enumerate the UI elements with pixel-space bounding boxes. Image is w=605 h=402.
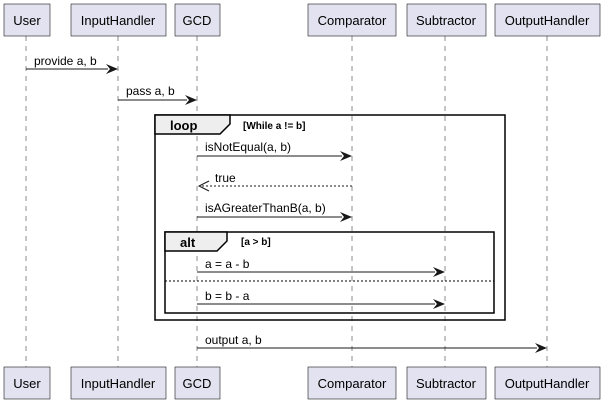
participant-comparator-label-bottom: Comparator [318,376,387,391]
arrowhead-icon [185,95,197,105]
participant-user-bottom: User [3,366,51,400]
participant-comparator-bottom: Comparator [307,366,397,400]
message-output: output a, b [197,333,547,353]
participant-outputhandler-top: OutputHandler [494,3,601,37]
loop-frame-label: loop [170,118,197,133]
message-true: true [197,171,352,192]
participant-inputhandler-top: InputHandler [70,3,167,37]
participant-inputhandler-label: InputHandler [81,13,156,28]
alt-frame-guard: [a > b] [241,237,271,248]
message-isnotequal: isNotEqual(a, b) [197,140,352,161]
message-output-label: output a, b [205,333,262,347]
message-provide-label: provide a, b [34,54,97,68]
participant-comparator-top: Comparator [307,3,397,37]
participant-subtractor-label: Subtractor [416,13,477,28]
arrowhead-icon [535,343,547,353]
arrowhead-icon [433,299,445,309]
participant-subtractor-top: Subtractor [406,3,487,37]
participant-comparator-label: Comparator [318,13,387,28]
message-isnotequal-label: isNotEqual(a, b) [205,140,291,154]
message-isagreater: isAGreaterThanB(a, b) [197,201,352,222]
participant-user-label: User [13,13,41,28]
participant-gcd-label-bottom: GCD [183,376,212,391]
participant-gcd-label: GCD [183,13,212,28]
message-pass: pass a, b [118,84,197,105]
message-true-label: true [215,171,236,185]
loop-frame: loop [While a != b] [154,114,506,321]
arrowhead-icon [340,151,352,161]
participant-outputhandler-label: OutputHandler [505,13,590,28]
alt-frame: alt [a > b] [164,231,495,314]
participant-gcd-bottom: GCD [174,366,221,400]
participant-user-top: User [3,3,51,37]
participant-user-label-bottom: User [13,376,41,391]
loop-frame-guard: [While a != b] [243,121,306,132]
alt-frame-label: alt [180,235,196,250]
participant-gcd-top: GCD [174,3,221,37]
message-a-minus-b: a = a - b [197,257,445,277]
participant-subtractor-label-bottom: Subtractor [416,376,477,391]
arrowhead-icon [433,267,445,277]
participant-inputhandler-label-bottom: InputHandler [81,376,156,391]
open-arrowhead-icon [197,180,210,192]
participant-outputhandler-label-bottom: OutputHandler [505,376,590,391]
participant-outputhandler-bottom: OutputHandler [494,366,601,400]
arrowhead-icon [106,64,118,74]
arrowhead-icon [340,212,352,222]
message-isagreater-label: isAGreaterThanB(a, b) [205,201,326,215]
message-pass-label: pass a, b [126,84,175,98]
message-a-minus-b-label: a = a - b [205,257,250,271]
message-provide: provide a, b [26,54,118,74]
participant-subtractor-bottom: Subtractor [406,366,487,400]
participant-inputhandler-bottom: InputHandler [70,366,167,400]
message-b-minus-a: b = b - a [197,289,445,309]
message-b-minus-a-label: b = b - a [205,289,250,303]
